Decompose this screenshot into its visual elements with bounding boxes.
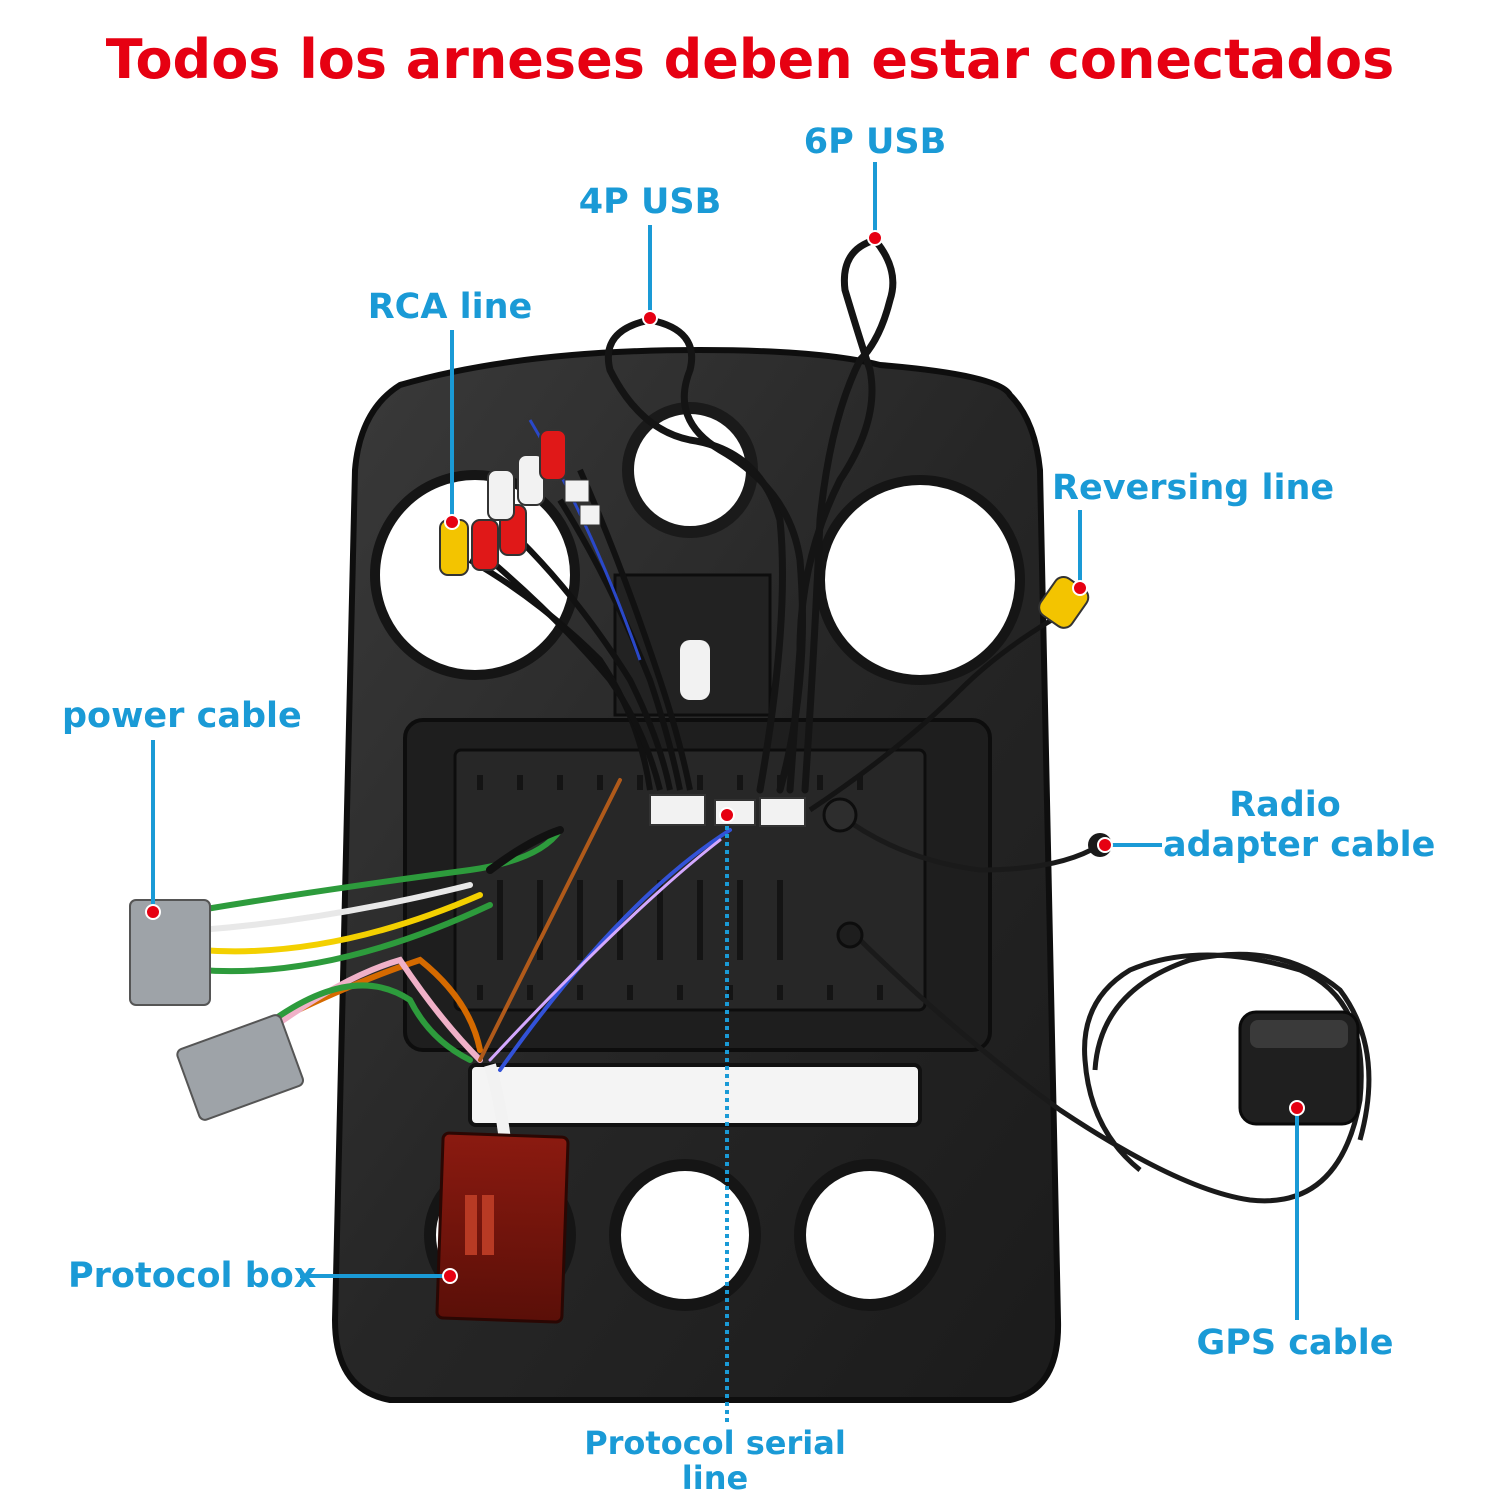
left-vent-hole (370, 470, 580, 680)
right-vent-hole (815, 475, 1025, 685)
leader-lines (151, 162, 1299, 1425)
diagram-title: Todos los arneses deben estar conectados (105, 28, 1395, 91)
label-gps-cable: GPS cable (1196, 1323, 1394, 1363)
label-protocol-serial-line1: Protocol serial (584, 1424, 846, 1462)
head-unit-ribs (477, 775, 883, 1000)
radio-adapter-wire (838, 812, 1102, 873)
power-harness (197, 778, 732, 1072)
label-radio-adapter-line2: adapter cable (1163, 825, 1436, 865)
bottom-vent-right (794, 1159, 946, 1311)
gps-cable (848, 928, 1372, 1204)
label-radio-adapter-line1: Radio (1229, 785, 1341, 825)
lower-slot (468, 1063, 922, 1127)
rca-bundle (468, 419, 693, 791)
red-dot-icon (145, 230, 1305, 1284)
power-connectors (129, 899, 304, 1121)
label-power-cable: power cable (62, 696, 302, 736)
label-4p-usb: 4P USB (578, 182, 722, 222)
bottom-vent-center (609, 1159, 761, 1311)
usb-cables (604, 236, 897, 794)
head-unit-body (453, 748, 927, 1012)
label-protocol-serial-line2: line (681, 1459, 749, 1497)
center-slot (680, 640, 710, 700)
protocol-box-icon (435, 1063, 570, 1324)
head-unit-connectors (649, 794, 864, 949)
label-reversing-line: Reversing line (1052, 468, 1335, 508)
rca-plugs (439, 429, 601, 576)
label-protocol-box: Protocol box (68, 1256, 317, 1296)
label-rca-line: RCA line (367, 287, 533, 327)
label-6p-usb: 6P USB (803, 122, 947, 162)
